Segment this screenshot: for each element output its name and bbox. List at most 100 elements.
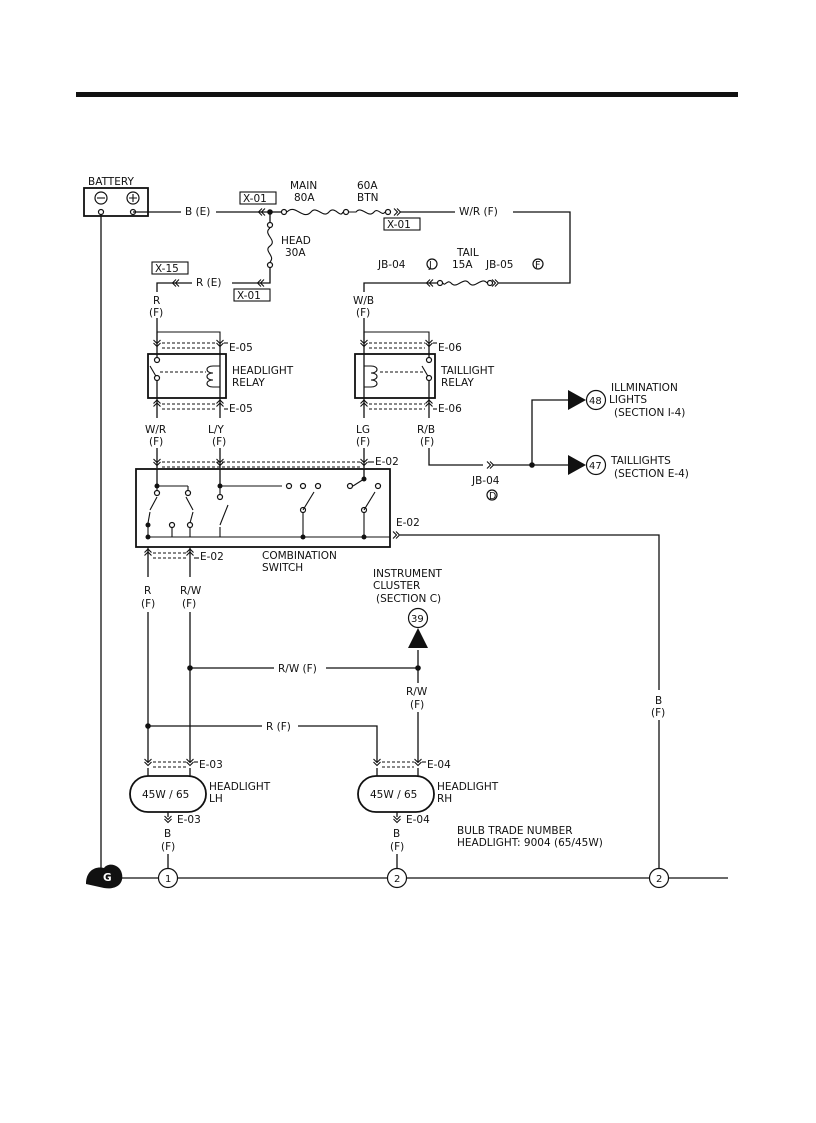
headlight-lh-label-1: HEADLIGHT bbox=[209, 781, 271, 793]
x01-label-c: X-01 bbox=[237, 290, 261, 302]
wire-label-f-r-low: (F) bbox=[141, 598, 155, 610]
wire-label-r-low: R bbox=[144, 585, 151, 597]
wire-label-b-right: B bbox=[655, 695, 662, 707]
ref-taillights: 47 bbox=[589, 461, 602, 472]
wire-label-b-e: B (E) bbox=[185, 206, 210, 218]
bulb-note-line-2: HEADLIGHT: 9004 (65/45W) bbox=[457, 837, 603, 849]
e03-bot-label: E-03 bbox=[177, 814, 201, 826]
e02-top-label: E-02 bbox=[375, 456, 399, 468]
taillights-label-2: (SECTION E-4) bbox=[614, 468, 689, 480]
ground-point-2a: 2 bbox=[394, 874, 400, 885]
ground-label: G bbox=[103, 872, 112, 884]
illumination-label-1: ILLMINATION bbox=[611, 382, 678, 394]
wire-label-lg: LG bbox=[356, 424, 370, 436]
wire-label-f-b-lh: (F) bbox=[161, 841, 175, 853]
ref-cluster: 39 bbox=[411, 614, 424, 625]
taillight-relay-label-1: TAILLIGHT bbox=[440, 365, 495, 377]
battery: BATTERY bbox=[83, 176, 149, 217]
combination-switch-label-1: COMBINATION bbox=[262, 550, 337, 562]
btn-fuse-label: BTN bbox=[357, 192, 378, 204]
wire-label-f-l-y: (F) bbox=[212, 436, 226, 448]
e02-right-label: E-02 bbox=[396, 517, 420, 529]
taillight-relay: E-06 TAILLIGHT RELAY E-06 bbox=[354, 331, 495, 415]
instrument-cluster-label-3: (SECTION C) bbox=[376, 593, 441, 605]
header-rule bbox=[76, 92, 738, 97]
wire-label-r-w-low: R/W bbox=[180, 585, 202, 597]
x01-label-a: X-01 bbox=[243, 193, 267, 205]
wire-label-r-w-cluster: R/W bbox=[406, 686, 428, 698]
ref-illumination: 48 bbox=[589, 396, 602, 407]
head-fuse-rating: 30A bbox=[285, 247, 306, 259]
wire-label-b-lh: B bbox=[164, 828, 171, 840]
wire-label-f-lg: (F) bbox=[356, 436, 370, 448]
wire-label-r-w-f-horiz: R/W (F) bbox=[278, 663, 317, 675]
wire-label-f-r-top: (F) bbox=[149, 307, 163, 319]
wire-label-f-b-right: (F) bbox=[651, 707, 665, 719]
ground-point-1: 1 bbox=[165, 874, 171, 885]
wire-label-f-r-b: (F) bbox=[420, 436, 434, 448]
wire-label-r-e: R (E) bbox=[196, 277, 221, 289]
e03-top-label: E-03 bbox=[199, 759, 223, 771]
headlight-lh: E-03 45W / 65 HEADLIGHT LH E-03 B (F) bbox=[129, 758, 271, 868]
btn-fuse-rating: 60A bbox=[357, 180, 378, 192]
taillights-label-1: TAILLIGHTS bbox=[610, 455, 671, 467]
headlight-lh-label-2: LH bbox=[209, 793, 223, 805]
ground-symbol: G bbox=[86, 864, 123, 889]
wire-label-b-rh: B bbox=[393, 828, 400, 840]
wire-label-l-y: L/Y bbox=[208, 424, 224, 436]
jb04-tail-symbol: J bbox=[428, 260, 432, 271]
main-fuse-label: MAIN bbox=[290, 180, 317, 192]
x01-box-a bbox=[239, 191, 277, 205]
wire-label-f-w-b: (F) bbox=[356, 307, 370, 319]
e05-top-label: E-05 bbox=[229, 342, 253, 354]
x15-label: X-15 bbox=[155, 263, 179, 275]
headlight-relay: E-05 HEADLIGHT RELAY E-05 bbox=[147, 331, 294, 415]
instrument-cluster-label-2: CLUSTER bbox=[373, 580, 420, 592]
x01-box-b bbox=[383, 217, 421, 231]
headlight-relay-label-2: RELAY bbox=[232, 377, 265, 389]
jb04-tail-label: JB-04 bbox=[377, 259, 406, 271]
bulb-note-line-1: BULB TRADE NUMBER bbox=[457, 825, 573, 837]
head-fuse-label: HEAD bbox=[281, 235, 311, 247]
x15-box bbox=[151, 261, 189, 275]
wire-label-r-f-horiz: R (F) bbox=[266, 721, 291, 733]
tail-fuse-label: TAIL bbox=[456, 247, 479, 259]
taillight-relay-label-2: RELAY bbox=[441, 377, 474, 389]
combination-switch-label-2: SWITCH bbox=[262, 562, 303, 574]
instrument-cluster-label-1: INSTRUMENT bbox=[373, 568, 443, 580]
jb05-label: JB-05 bbox=[485, 259, 513, 271]
headlight-relay-label-1: HEADLIGHT bbox=[232, 365, 294, 377]
wire-label-f-w-r-hr: (F) bbox=[149, 436, 163, 448]
headlight-rh-label-1: HEADLIGHT bbox=[437, 781, 499, 793]
wire-label-w-r-hr: W/R bbox=[145, 424, 166, 436]
jb04-low-symbol: D bbox=[489, 491, 496, 502]
wire-label-w-r-f: W/R (F) bbox=[459, 206, 498, 218]
bulb-rh-label: 45W / 65 bbox=[370, 789, 417, 801]
headlight-rh-label-2: RH bbox=[437, 793, 452, 805]
bulb-lh-label: 45W / 65 bbox=[142, 789, 189, 801]
wire-label-f-r-w-cluster: (F) bbox=[410, 699, 424, 711]
tail-fuse-rating: 15A bbox=[452, 259, 473, 271]
main-fuse-rating: 80A bbox=[294, 192, 315, 204]
e06-bot-label: E-06 bbox=[438, 403, 462, 415]
x01-label-b: X-01 bbox=[387, 219, 411, 231]
e04-top-label: E-04 bbox=[427, 759, 451, 771]
wire-label-r-top: R bbox=[153, 295, 160, 307]
e05-bot-label: E-05 bbox=[229, 403, 253, 415]
combination-switch: E-02 E-02 bbox=[135, 456, 420, 574]
wire-label-f-r-w-low: (F) bbox=[182, 598, 196, 610]
wire-label-r-b: R/B bbox=[417, 424, 435, 436]
e04-bot-label: E-04 bbox=[406, 814, 430, 826]
headlight-rh: E-04 45W / 65 HEADLIGHT RH E-04 B (F) bbox=[357, 758, 499, 868]
e06-top-label: E-06 bbox=[438, 342, 462, 354]
jb04-low-label: JB-04 bbox=[471, 475, 500, 487]
e02-bot-label: E-02 bbox=[200, 551, 224, 563]
jb05-symbol: F bbox=[535, 260, 540, 271]
wire-label-f-b-rh: (F) bbox=[390, 841, 404, 853]
x01-box-c bbox=[233, 288, 271, 302]
ground-point-2b: 2 bbox=[656, 874, 662, 885]
battery-label: BATTERY bbox=[88, 176, 134, 188]
illumination-label-3: (SECTION I-4) bbox=[614, 407, 685, 419]
illumination-label-2: LIGHTS bbox=[609, 394, 647, 406]
